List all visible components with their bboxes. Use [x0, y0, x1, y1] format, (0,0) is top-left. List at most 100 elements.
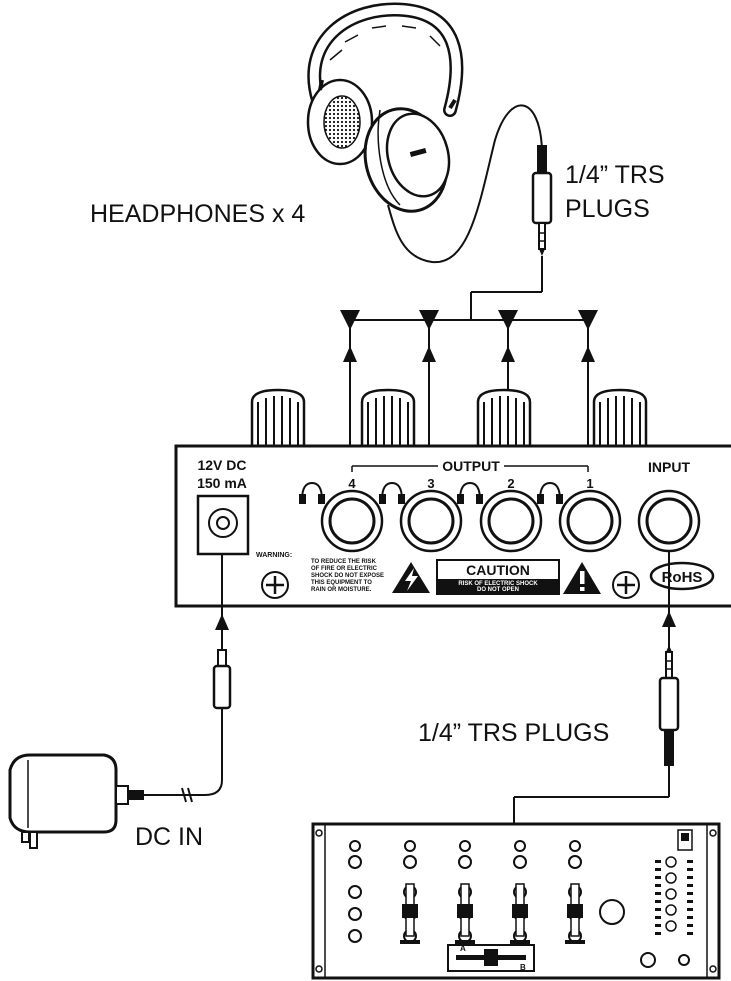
- output-number: 4: [348, 476, 356, 491]
- caution-title: CAUTION: [466, 562, 530, 578]
- output-number: 1: [586, 476, 593, 491]
- screw-icon: [612, 571, 640, 599]
- input-label: INPUT: [648, 459, 690, 475]
- mixer-knob: [348, 907, 362, 921]
- mixer-knob: [404, 840, 416, 852]
- warning-line: OF FIRE OR ELECTRIC: [311, 566, 378, 572]
- mixer-button: [510, 940, 530, 944]
- mixer-meter-led: [687, 924, 693, 927]
- mixer-knob: [665, 904, 677, 916]
- dc-power-jack[interactable]: [196, 494, 250, 556]
- output-jack[interactable]: [479, 489, 543, 553]
- mixer-meter-led: [655, 884, 661, 887]
- mixer-knob: [568, 855, 582, 869]
- mixer-knob: [514, 840, 526, 852]
- crossfader-a-label: A: [460, 944, 466, 953]
- mixer-meter-led: [655, 900, 661, 903]
- mixer-meter-led: [687, 908, 693, 911]
- headphone-symbol-icon: [537, 481, 563, 504]
- power-rating-line2: 150 mA: [197, 475, 247, 491]
- mixer-meter-led: [687, 884, 693, 887]
- output-bracket: OUTPUT: [351, 458, 589, 474]
- headphone-amp-rear-panel: 12V DC 150 mA OUTPUT INPUT 4 3 2 1: [174, 444, 731, 608]
- dj-mixer-icon: A B: [311, 822, 721, 980]
- mixer-knob: [403, 855, 417, 869]
- output-jack[interactable]: [399, 489, 463, 553]
- mixer-meter-led: [687, 868, 693, 871]
- output-number: 2: [507, 476, 514, 491]
- warning-title: WARNING:: [256, 552, 292, 559]
- warning-line: TO REDUCE THE RISK: [311, 559, 377, 565]
- mixer-knob: [459, 840, 471, 852]
- mixer-meter-led: [687, 876, 693, 879]
- mixer-knob: [348, 929, 362, 943]
- caution-line: RISK OF ELECTRIC SHOCK: [458, 581, 538, 587]
- mixer-meter-led: [655, 908, 661, 911]
- headphones-icon: [306, 2, 543, 264]
- trs-plug-bottom-icon: [658, 645, 680, 766]
- mixer-meter-led: [655, 924, 661, 927]
- warning-line: THIS EQUIPMENT TO: [311, 580, 372, 586]
- mixer-meter-led: [655, 916, 661, 919]
- output-label: OUTPUT: [442, 458, 500, 474]
- volume-knob[interactable]: [250, 388, 306, 448]
- mixer-fader-cap: [512, 904, 528, 918]
- mixer-meter-led: [655, 892, 661, 895]
- trs-plugs-top-label: PLUGS: [565, 195, 650, 223]
- mixer-knob: [569, 840, 581, 852]
- volume-knob[interactable]: [592, 388, 648, 448]
- mixer-meter-led: [655, 860, 661, 863]
- headphone-symbol-icon: [457, 481, 483, 504]
- mixer-meter-led: [687, 932, 693, 935]
- splitter-lines: [340, 310, 598, 458]
- headphone-symbol-icon: [299, 481, 325, 504]
- volume-knobs: [250, 388, 648, 448]
- volume-knob[interactable]: [476, 388, 532, 448]
- mixer-knob: [349, 840, 361, 852]
- mixer-knob: [348, 885, 362, 899]
- output-number: 3: [427, 476, 434, 491]
- output-jack[interactable]: [558, 489, 622, 553]
- mixer-meter-led: [655, 876, 661, 879]
- headphones-label: HEADPHONES x 4: [90, 200, 305, 228]
- trs-plugs-top-label: 1/4” TRS: [565, 161, 665, 189]
- warning-line: RAIN OR MOISTURE.: [311, 587, 372, 593]
- exclamation-warning-icon: [563, 562, 601, 594]
- mixer-fader-cap: [567, 904, 583, 918]
- power-rating-line1: 12V DC: [197, 457, 246, 473]
- caution-label: CAUTION RISK OF ELECTRIC SHOCK DO NOT OP…: [436, 559, 560, 595]
- mixer-button: [455, 940, 475, 944]
- screw-icon: [261, 571, 289, 599]
- mixer-knob: [513, 855, 527, 869]
- right-ear-cup: [363, 107, 451, 213]
- dc-in-label: DC IN: [135, 823, 203, 851]
- mixer-meter-led: [687, 916, 693, 919]
- mixer-meter-led: [687, 892, 693, 895]
- mixer-meter-led: [655, 868, 661, 871]
- mixer-knob: [458, 855, 472, 869]
- headphone-cable: [387, 104, 543, 264]
- electric-shock-warning-icon: [392, 562, 430, 593]
- mixer-knob: [348, 855, 362, 869]
- volume-knob[interactable]: [360, 388, 416, 448]
- headphone-symbol-icon: [379, 481, 405, 504]
- trs-plugs-bottom-label: 1/4” TRS PLUGS: [418, 719, 609, 747]
- mixer-button: [400, 940, 420, 944]
- speaker-mesh: [323, 95, 361, 149]
- mixer-meter-led: [687, 900, 693, 903]
- warning-line: SHOCK DO NOT EXPOSE: [311, 573, 384, 579]
- mixer-knob: [665, 872, 677, 884]
- output-jack[interactable]: [320, 489, 384, 553]
- mixer-meter-led: [687, 860, 693, 863]
- rohs-badge: RoHS: [649, 561, 715, 591]
- mixer-fader-cap: [457, 904, 473, 918]
- caution-line: DO NOT OPEN: [477, 587, 519, 593]
- mixer-knob: [665, 920, 677, 932]
- mixer-knob: [665, 856, 677, 868]
- mixer-meter-led: [655, 932, 661, 935]
- mixer-fader-cap: [402, 904, 418, 918]
- dc-connection: [140, 554, 232, 803]
- input-jack[interactable]: [637, 489, 701, 553]
- power-adapter-icon: [8, 753, 144, 849]
